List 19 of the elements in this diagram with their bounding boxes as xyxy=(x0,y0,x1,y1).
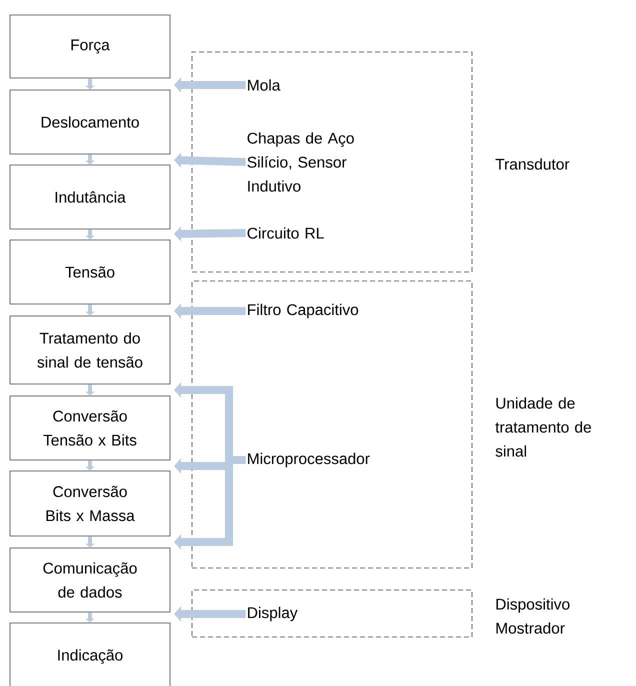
process-box: Conversão Bits x Massa xyxy=(10,470,170,536)
process-box: Indicação xyxy=(10,622,170,686)
side-label: Microprocessador xyxy=(248,452,370,468)
process-box: Tratamento do sinal de tensão xyxy=(10,316,170,384)
group-heading: Dispositivo Mostrador xyxy=(496,598,570,634)
side-label: Mola xyxy=(248,79,280,91)
side-label: Circuito RL xyxy=(248,227,324,239)
process-box: Comunicação de dados xyxy=(10,548,170,612)
process-box: Conversão Tensão x Bits xyxy=(10,396,170,460)
side-label: Filtro Capacitivo xyxy=(248,304,358,318)
process-box: Força xyxy=(10,14,170,78)
group-heading: Transdutor xyxy=(496,158,570,170)
group-heading: Unidade de tratamento de sinal xyxy=(495,397,591,457)
block-arrow xyxy=(174,456,246,550)
process-box: Indutância xyxy=(10,164,170,230)
side-label: Chapas de Aço Silício, Sensor Indutivo xyxy=(248,132,354,192)
side-label: Display xyxy=(248,606,298,622)
process-box: Deslocamento xyxy=(10,90,170,154)
process-box: Tensão xyxy=(10,240,170,304)
